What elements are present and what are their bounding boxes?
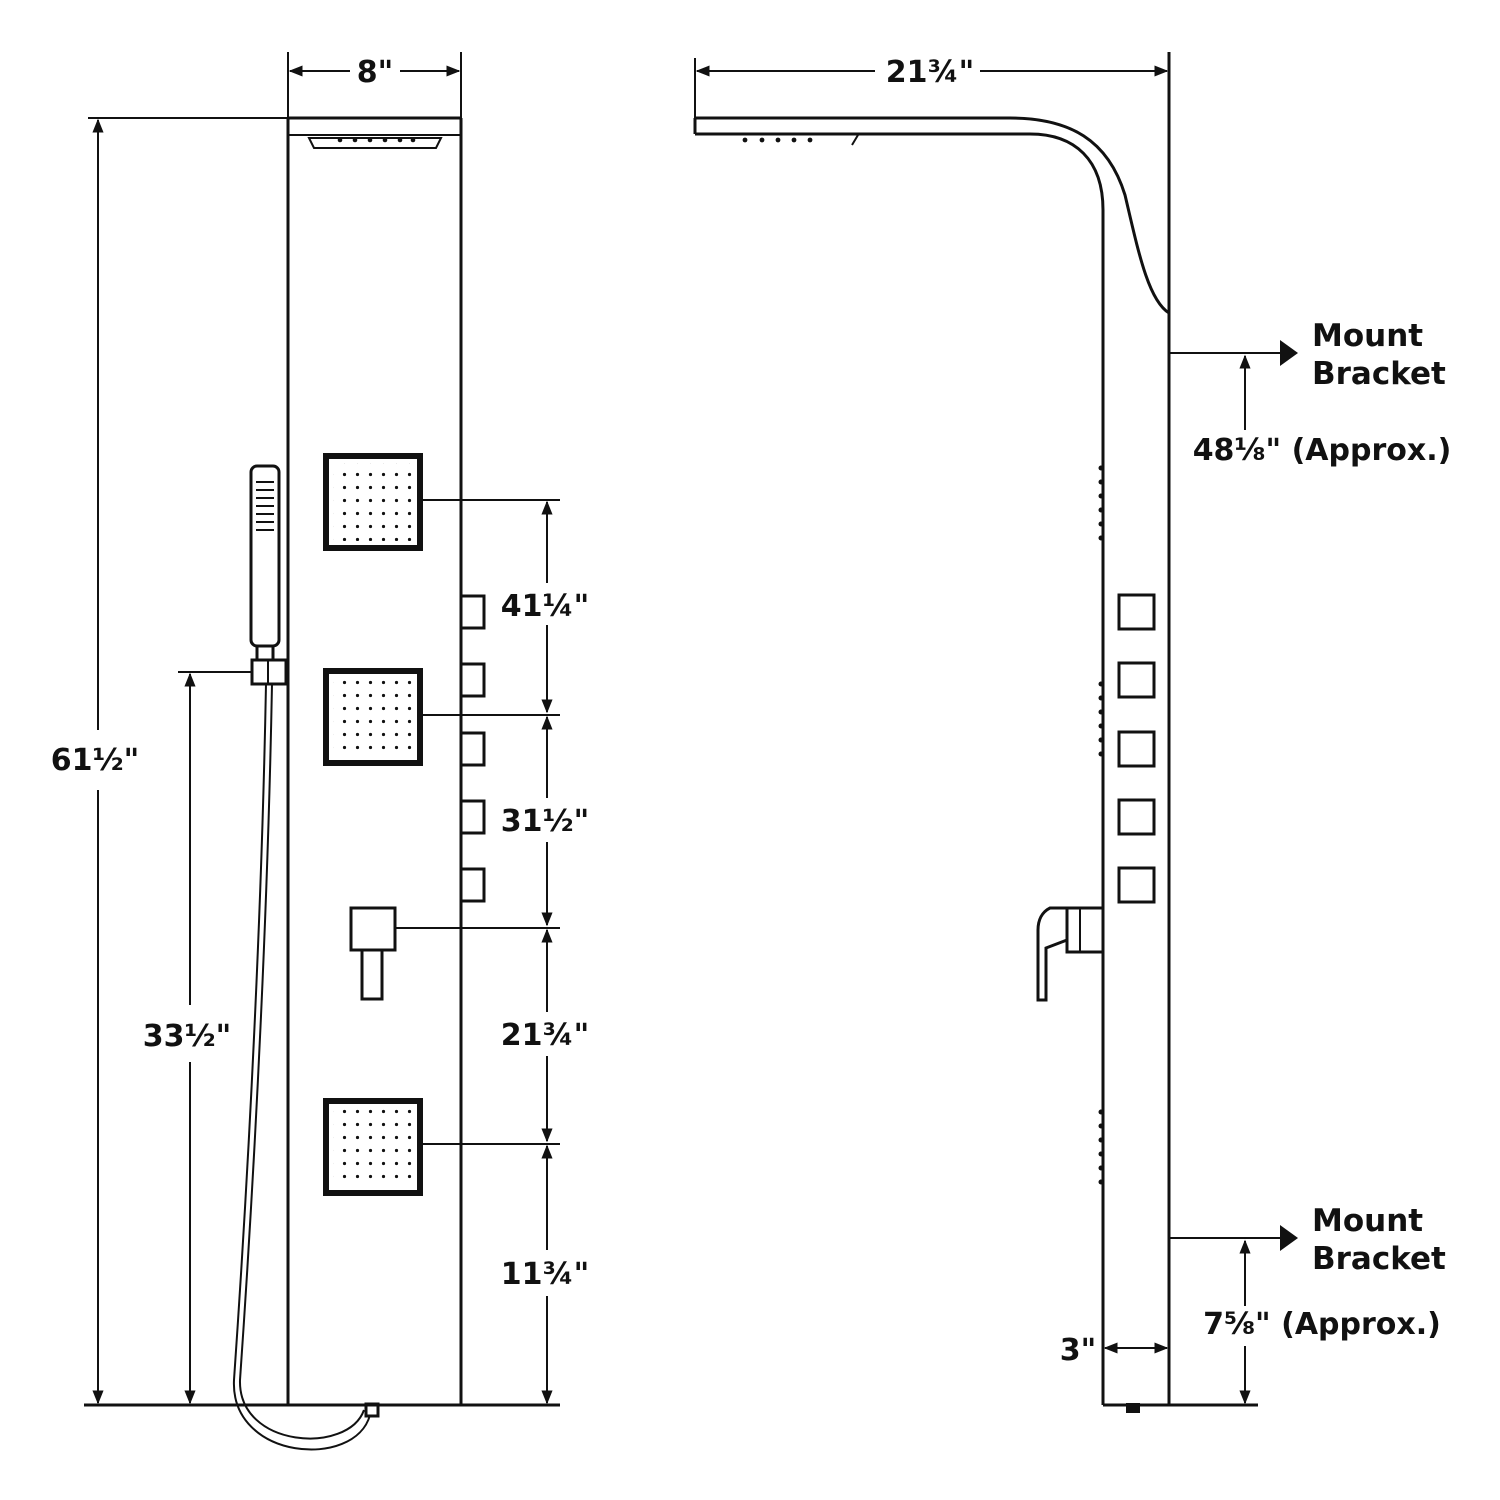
- upper-jet-dimension: 41¼": [420, 499, 589, 714]
- side-jet-nozzles-middle: [1098, 681, 1104, 757]
- total-height-dimension: 61½": [51, 117, 288, 1405]
- upper-mount-bracket: Mount Bracket 48⅛" (Approx.): [1169, 318, 1451, 468]
- handshower-height-dimension: 33½": [143, 671, 252, 1405]
- width-label: 8": [357, 55, 394, 90]
- hand-shower: [232, 464, 380, 1451]
- valve-dimension: 21¾": [395, 927, 589, 1143]
- side-panel-body: [693, 52, 1171, 1413]
- rain-head-side: [742, 134, 859, 146]
- upper-jet-height-label: 41¼": [501, 589, 589, 624]
- projection-dimension: 21¾": [694, 55, 1169, 118]
- depth-label: 3": [1060, 1333, 1097, 1368]
- middle-jet-height-label: 31½": [501, 804, 589, 839]
- body-jet-upper: [323, 453, 423, 551]
- side-view: 21¾" Mount Bracket 48⅛" (Approx.) Mount …: [693, 52, 1451, 1413]
- valve-handle-side: [1036, 906, 1105, 1002]
- lower-jet-height-label: 11¾": [501, 1257, 589, 1292]
- lower-bracket-height-label: 7⅝" (Approx.): [1203, 1307, 1441, 1342]
- upper-bracket-title-line2: Bracket: [1312, 356, 1446, 392]
- side-jet-nozzles-lower: [1098, 1109, 1104, 1185]
- lower-jet-dimension: 11¾": [420, 1143, 589, 1405]
- upper-bracket-height-label: 48⅛" (Approx.): [1193, 433, 1452, 468]
- total-height-label: 61½": [51, 743, 139, 778]
- lower-mount-bracket: Mount Bracket 7⅝" (Approx.): [1169, 1203, 1446, 1405]
- width-dimension: 8": [287, 52, 462, 118]
- valve-handle-front: [349, 906, 397, 1001]
- depth-dimension: 3": [1060, 1333, 1169, 1368]
- rain-head-front: [307, 137, 443, 149]
- control-knobs-side: [1117, 593, 1156, 904]
- body-jet-lower: [323, 1098, 423, 1196]
- body-jet-middle: [323, 668, 423, 766]
- lower-bracket-title-line2: Bracket: [1312, 1241, 1446, 1277]
- middle-jet-dimension: 31½": [420, 714, 589, 927]
- projection-label: 21¾": [886, 55, 974, 90]
- upper-bracket-title-line1: Mount: [1312, 318, 1423, 354]
- valve-height-label: 21¾": [501, 1018, 589, 1053]
- side-jet-nozzles-upper: [1098, 465, 1104, 541]
- lower-bracket-title-line1: Mount: [1312, 1203, 1423, 1239]
- front-view: 8" 61½" 33½" 41¼" 31½": [51, 52, 589, 1451]
- handshower-height-label: 33½": [143, 1019, 231, 1054]
- control-knobs-front: [459, 594, 486, 903]
